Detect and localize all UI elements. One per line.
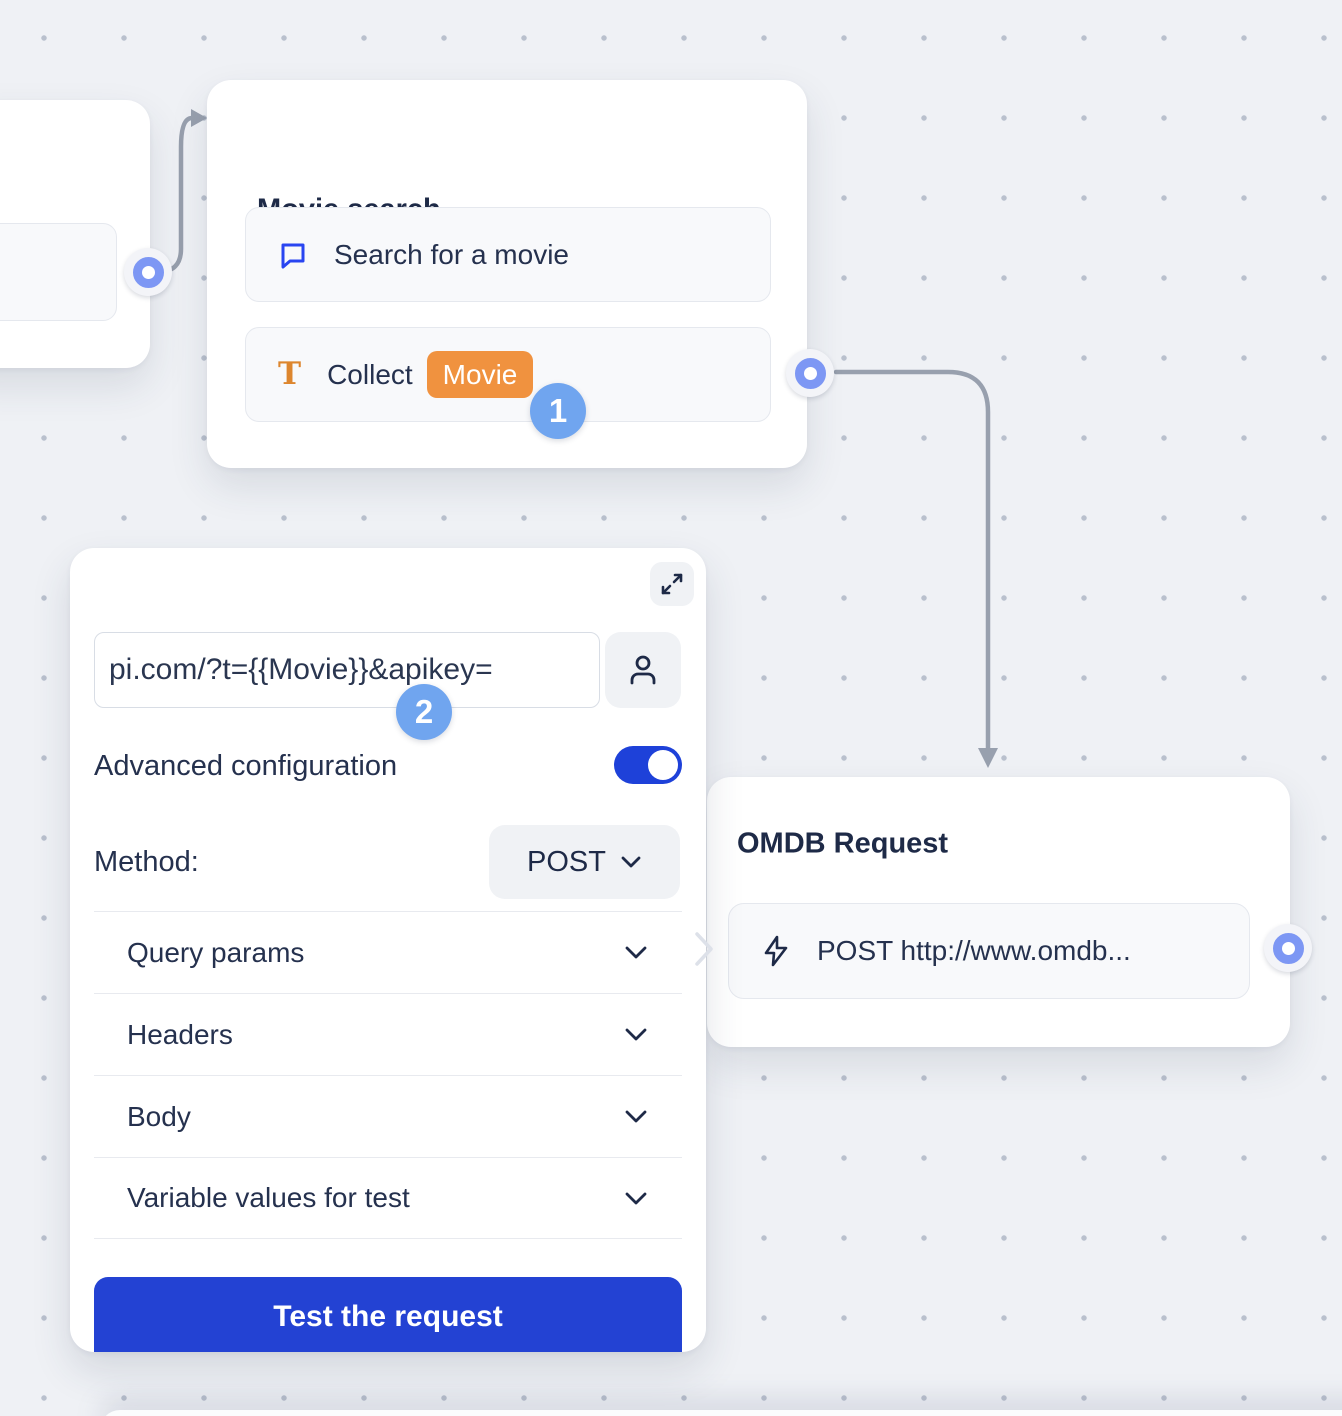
chevron-down-icon (621, 856, 641, 868)
variable-tag-movie[interactable]: Movie (426, 350, 534, 399)
output-port-movie-search[interactable] (786, 349, 834, 397)
method-label: Method: (94, 846, 199, 878)
step-badge-1: 1 (530, 383, 586, 439)
section-label: Headers (127, 1018, 233, 1050)
section-variable-values[interactable]: Variable values for test (94, 1157, 682, 1239)
section-label: Query params (127, 936, 305, 968)
input-notch-icon (695, 932, 713, 966)
section-query-params[interactable]: Query params (94, 911, 682, 993)
webhook-config-panel[interactable]: Advanced configuration Method: POST Quer… (70, 548, 706, 1352)
partial-node[interactable] (0, 100, 150, 368)
omdb-request-title: OMDB Request (737, 827, 949, 860)
block-collect-input[interactable]: T Collect Movie (245, 327, 771, 422)
block-label: Search for a movie (334, 238, 569, 270)
block-webhook-request[interactable]: POST http://www.omdb... (728, 903, 1250, 999)
chevron-down-icon (625, 1192, 647, 1204)
block-label: Collect (327, 358, 413, 390)
lightning-icon (764, 935, 788, 967)
advanced-configuration-toggle[interactable] (614, 746, 682, 784)
output-port-partial-node[interactable] (124, 248, 172, 296)
bottom-node-edge (100, 1410, 1342, 1416)
section-body[interactable]: Body (94, 1075, 682, 1157)
method-value: POST (527, 845, 606, 878)
section-label: Variable values for test (127, 1182, 410, 1213)
person-icon (630, 655, 656, 685)
test-request-button[interactable]: Test the request (94, 1277, 682, 1352)
method-dropdown[interactable]: POST (489, 825, 680, 899)
connector-movie-search-to-omdb (833, 369, 991, 752)
chat-bubble-icon (281, 243, 305, 268)
port-ring-icon (132, 256, 164, 288)
url-input[interactable] (94, 632, 600, 708)
expand-button[interactable] (650, 562, 694, 606)
chevron-down-icon (625, 1028, 647, 1041)
expand-icon (661, 573, 683, 595)
output-port-omdb-request[interactable] (1264, 924, 1312, 972)
node-omdb-request[interactable]: OMDB Request POST http://www.omdb... (707, 777, 1290, 1047)
port-ring-icon (794, 357, 826, 389)
arrowhead-down-icon (978, 748, 998, 768)
block-question-text[interactable]: Search for a movie (245, 207, 771, 302)
arrowhead-right-icon (191, 109, 207, 127)
node-movie-search[interactable]: Movie search Search for a movie T Collec… (207, 80, 807, 468)
block-label: POST http://www.omdb... (817, 935, 1131, 966)
section-headers[interactable]: Headers (94, 993, 682, 1075)
partial-node-item[interactable] (0, 223, 117, 321)
config-sections: Query params Headers Body Variable value… (94, 911, 682, 1239)
chevron-down-icon (625, 1110, 647, 1123)
step-badge-2: 2 (396, 684, 452, 740)
person-button[interactable] (605, 632, 681, 708)
connector-left-to-movie-search (155, 115, 195, 275)
toggle-knob (648, 750, 678, 780)
advanced-configuration-label: Advanced configuration (94, 750, 398, 782)
port-ring-icon (1272, 932, 1304, 964)
section-label: Body (127, 1100, 191, 1132)
text-input-icon: T (278, 356, 302, 392)
chevron-down-icon (625, 946, 647, 959)
